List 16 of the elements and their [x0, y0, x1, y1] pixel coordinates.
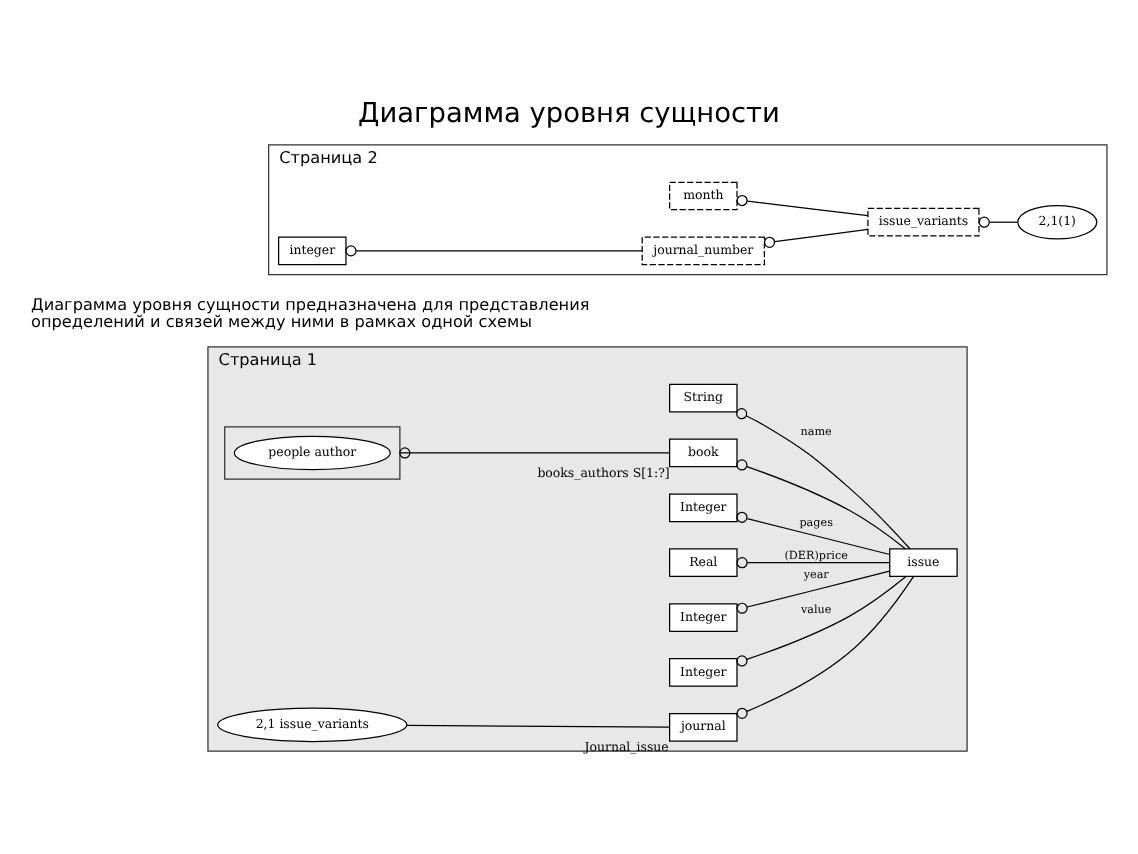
connector [736, 556, 891, 568]
connector [736, 574, 915, 718]
label: Диаграмма уровня сущности предназначена для представления определений и связей между ними в рамках одной схемы [31, 293, 590, 331]
connector [736, 569, 891, 613]
cluster [224, 425, 401, 479]
connector [399, 446, 670, 458]
connector [736, 458, 907, 549]
connector [763, 227, 869, 247]
connector [736, 575, 907, 666]
connector [406, 723, 671, 727]
connector [736, 193, 869, 216]
diagram-title: Диаграмма уровня сущности [358, 96, 780, 129]
connector [736, 510, 891, 555]
connector [345, 244, 643, 256]
connector [736, 407, 911, 549]
connector [978, 215, 1019, 227]
